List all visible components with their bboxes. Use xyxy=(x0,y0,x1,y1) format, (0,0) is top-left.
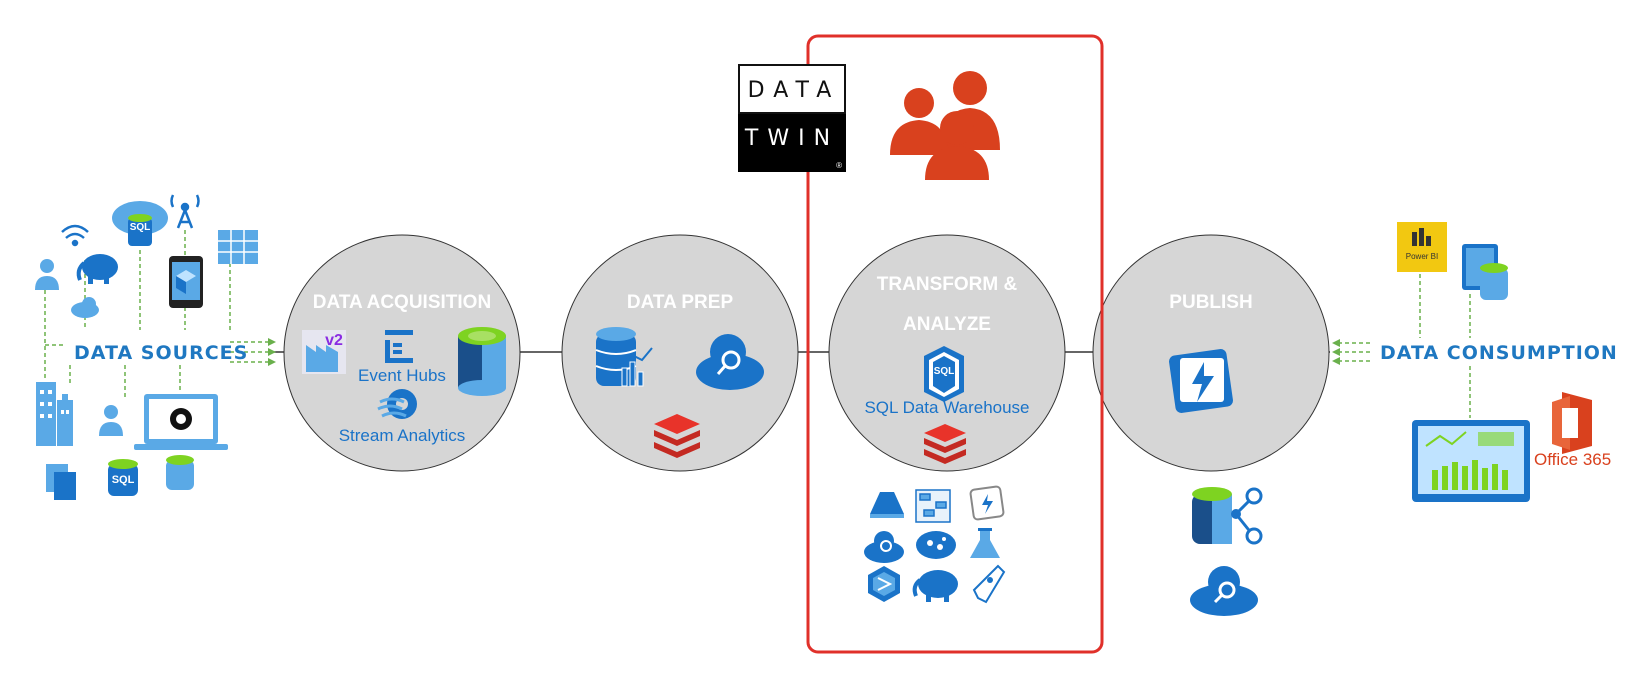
logo-top-block: DATA xyxy=(738,64,846,114)
rocket-icon xyxy=(972,564,1006,604)
user-icon-2 xyxy=(99,405,123,436)
stage-circle-prep xyxy=(561,234,799,472)
power-bi-icon xyxy=(1397,222,1447,272)
power-bi-text: Power BI xyxy=(1405,252,1439,261)
sql-dw-icon-text: SQL xyxy=(933,366,955,377)
office-365-icon xyxy=(1552,392,1592,454)
stage-label-prep: DATA PREP xyxy=(626,292,734,313)
event-hubs-label: Event Hubs xyxy=(358,366,446,385)
antenna-icon xyxy=(170,194,200,229)
storage-cylinder-icon xyxy=(458,327,506,396)
highlight-frame xyxy=(806,34,1104,654)
data-sources-label: DATA SOURCES xyxy=(74,342,249,364)
sql-cloud-text: SQL xyxy=(129,222,151,233)
sql-cloud-icon xyxy=(112,201,168,246)
datatwin-logo: DATA TWIN ® xyxy=(738,64,846,172)
databricks-icon-2 xyxy=(924,424,966,464)
registered-mark: ® xyxy=(836,161,842,170)
hadoop-elephant-icon xyxy=(76,254,118,284)
hdinsight-elephant-icon xyxy=(912,570,958,602)
stream-analytics-icon xyxy=(377,389,417,419)
sql-database-icon xyxy=(108,459,138,496)
logo-bottom-text: TWIN xyxy=(744,126,840,151)
data-consumption-label: DATA CONSUMPTION xyxy=(1380,342,1618,364)
cognitive-services-icon xyxy=(916,531,956,559)
office-365-label: Office 365 xyxy=(1534,450,1612,469)
ml-pipeline-icon xyxy=(915,489,951,523)
synapse-icon xyxy=(868,566,900,602)
dashboard-tablet-icon xyxy=(1412,420,1530,502)
documents-icon xyxy=(46,464,76,500)
publish-lightning-icon xyxy=(1169,349,1233,413)
notebook-db-icon xyxy=(1462,244,1508,300)
stream-analytics-label: Stream Analytics xyxy=(338,426,466,445)
cloud-search-icon xyxy=(696,334,764,390)
databricks-icon xyxy=(654,414,700,458)
data-sources-cluster xyxy=(44,230,268,400)
laptop-icon xyxy=(134,394,228,450)
sql-dw-label: SQL Data Warehouse xyxy=(864,398,1030,417)
data-factory-v2-icon xyxy=(302,330,346,374)
table-grid-icon xyxy=(218,230,258,264)
small-cloud-icon xyxy=(71,297,99,318)
data-consumption-connectors xyxy=(1338,274,1471,418)
json-database-icon xyxy=(166,455,194,490)
data-analytics-db-icon xyxy=(595,327,653,387)
arrow-heads-right xyxy=(1332,339,1340,365)
wifi-icon xyxy=(61,224,89,247)
cloud-search-icon-3 xyxy=(1190,566,1258,616)
ml-studio-flask-icon xyxy=(970,528,1000,558)
stage-label-publish: PUBLISH xyxy=(1169,292,1253,313)
logo-bottom-block: TWIN ® xyxy=(738,114,846,172)
cloud-search-icon-2 xyxy=(864,531,904,563)
factory-v2-badge: v2 xyxy=(325,332,343,349)
users-icon xyxy=(890,71,1000,180)
azure-ml-icon xyxy=(870,492,904,518)
event-hubs-icon xyxy=(385,330,413,363)
buildings-icon xyxy=(36,382,73,446)
stage-label-acquisition: DATA ACQUISITION xyxy=(312,292,492,313)
stage-label-transform-line1: TRANSFORM & xyxy=(876,274,1018,295)
mobile-phone-icon xyxy=(169,256,203,308)
logo-top-text: DATA xyxy=(747,78,841,103)
storage-share-icon xyxy=(1192,487,1263,545)
stream-jobs-icon xyxy=(969,485,1005,521)
arrow-heads-left xyxy=(268,338,276,366)
sql-db-text: SQL xyxy=(111,474,135,486)
sql-data-warehouse-icon xyxy=(924,346,964,402)
stage-label-transform-line2: ANALYZE xyxy=(903,314,991,335)
user-icon xyxy=(35,259,59,290)
